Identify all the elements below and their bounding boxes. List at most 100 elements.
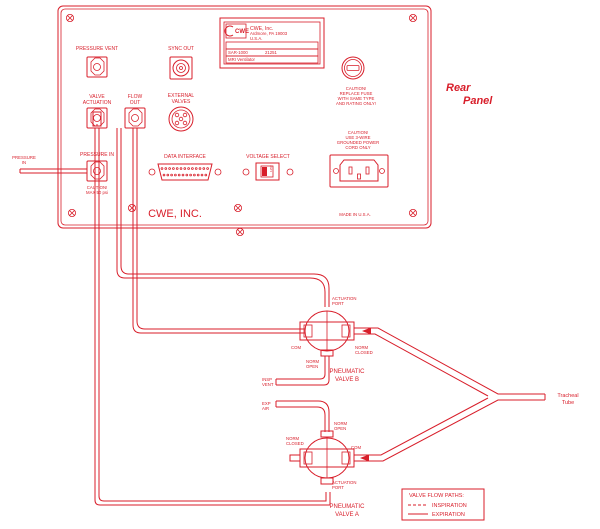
- power-caution-line-3: GROUNDED POWER: [337, 140, 380, 145]
- valve-a-com: COM: [351, 445, 361, 450]
- power-caution-line-4: CORD ONLY: [345, 145, 370, 150]
- fuse-caution-line-4: AND RATING ONLY!: [336, 101, 376, 106]
- inspiration-tube: [354, 327, 545, 397]
- data-interface-pin: [164, 167, 168, 170]
- flow-out-label-1: FLOW: [128, 94, 143, 100]
- insp-vent-tube: [275, 356, 330, 386]
- flow-out-label-2: OUT: [130, 100, 141, 106]
- data-interface-pin: [179, 167, 183, 170]
- pneumatic-valve-b: [299, 310, 355, 357]
- exp-air-label-2: AIR: [262, 406, 269, 411]
- label-plate: CWE CWE, Inc. Ardmore, PA 19003 U.S.A. S…: [219, 17, 325, 69]
- label-plate-country: U.S.A.: [250, 36, 262, 41]
- valve-actuation-tube: [92, 111, 331, 506]
- valve-a-norm-closed-2: CLOSED: [286, 441, 304, 446]
- valve-b-actuation-port-1: ACTUATION: [332, 296, 357, 301]
- flow-out-fitting: [124, 107, 146, 129]
- voltage-select-label: VOLTAGE SELECT: [246, 154, 290, 160]
- valve-b-actuation-port-2: PORT: [332, 301, 344, 306]
- expiration-tube: [354, 397, 545, 462]
- power-caution-line-1: CAUTION!: [348, 130, 369, 135]
- external-valves-connector: [168, 106, 194, 132]
- data-interface-connector: [148, 163, 222, 181]
- flow-out-tube: [132, 128, 305, 334]
- panel-screw-bottom-right: [408, 208, 417, 217]
- legend-title: VALVE FLOW PATHS:: [409, 493, 464, 499]
- exp-air-label-1: EXP: [262, 401, 271, 406]
- valve-a-name-2: VALVE A: [335, 512, 359, 518]
- valve-b-norm-open-2: OPEN: [306, 364, 318, 369]
- data-interface-pin: [162, 173, 166, 177]
- pneumatic-valve-a: [289, 430, 355, 485]
- data-interface-pin: [206, 167, 209, 170]
- label-plate-product: MRI Ventilator: [228, 57, 256, 62]
- data-interface-pin: [174, 173, 177, 177]
- data-interface-pin: [185, 173, 189, 177]
- pressure-vent-fitting: [86, 56, 108, 78]
- data-interface-pin: [175, 167, 179, 170]
- external-pressure-in-label-2: IN: [22, 160, 26, 165]
- data-interface-pin: [183, 167, 187, 170]
- cwe-logo: [224, 23, 247, 39]
- valve-b-name-2: VALVE B: [335, 377, 359, 383]
- pressure-in-caution-1: CAUTION!: [87, 185, 108, 190]
- rear-panel: CWE CWE, Inc. Ardmore, PA 19003 U.S.A. S…: [57, 5, 432, 229]
- data-interface-pin: [204, 173, 208, 177]
- valve-b-norm-closed-2: CLOSED: [355, 350, 373, 355]
- valve-b-name-1: PNEUMATIC: [330, 369, 366, 375]
- data-interface-pin: [187, 167, 190, 170]
- label-plate-logo-text: CWE: [235, 29, 249, 35]
- data-interface-pin: [194, 167, 198, 170]
- data-interface-pin: [198, 167, 202, 170]
- data-interface-pin: [191, 167, 194, 170]
- valve-a-actuation-port-2: PORT: [332, 485, 344, 490]
- data-interface-pin: [181, 173, 185, 177]
- data-interface-pin: [196, 173, 200, 177]
- tracheal-tube-label-2: Tube: [562, 400, 574, 406]
- rear-panel-title-1: Rear: [446, 82, 471, 94]
- panel-screw-inner-left: [127, 203, 136, 212]
- manufacturer-name: CWE, INC.: [148, 208, 202, 220]
- panel-inner-outline: [60, 8, 429, 226]
- data-interface-pin: [202, 167, 206, 170]
- insp-vent-label-1: INSP: [262, 377, 272, 382]
- actuation-branch-tube: [116, 128, 330, 307]
- valve-actuation-label-2: ACTUATION: [83, 100, 112, 106]
- pressure-in-supply-tube: [19, 168, 87, 174]
- valve-b-norm-closed-1: NORM: [355, 345, 369, 350]
- panel-screw-inner-right: [233, 203, 242, 212]
- rear-panel-title-2: Panel: [463, 95, 493, 107]
- data-interface-pin: [166, 173, 170, 177]
- label-plate-model: SAR-1000: [228, 50, 248, 55]
- insp-vent-label-2: VENT: [262, 382, 274, 387]
- power-caution-line-2: USE 3-WIRE: [345, 135, 370, 140]
- fuse-holder: [341, 56, 365, 80]
- valve-a-norm-closed-1: NORM: [286, 436, 300, 441]
- label-plate-company: CWE, Inc.: [250, 26, 273, 32]
- pressure-in-label: PRESSURE IN: [80, 152, 114, 158]
- external-valves-label-1: EXTERNAL: [168, 93, 195, 99]
- flow-path-legend: VALVE FLOW PATHS: INSPIRATION EXPIRATION: [401, 488, 485, 521]
- sync-out-bnc-connector: [169, 56, 193, 80]
- panel-screw-top-left: [66, 13, 75, 22]
- voltage-select-switch: 115V: [242, 162, 294, 181]
- data-interface-pin: [170, 173, 173, 177]
- fuse-caution-line-1: CAUTION!: [346, 86, 367, 91]
- label-plate-serial: 21251: [265, 50, 278, 55]
- valve-a-actuation-port-1: ACTUATION: [332, 480, 357, 485]
- valve-actuation-label-1: VALVE: [89, 94, 105, 100]
- data-interface-pin: [200, 173, 204, 177]
- made-in-usa: MADE IN U.S.A.: [339, 212, 371, 217]
- data-interface-pin: [189, 173, 192, 177]
- data-interface-pin: [168, 167, 171, 170]
- valve-b-norm-open-1: NORM: [306, 359, 320, 364]
- tracheal-tube-label-1: Tracheal: [557, 393, 578, 399]
- legend-expiration-label: EXPIRATION: [432, 512, 465, 518]
- external-valves-label-2: VALVES: [172, 99, 191, 105]
- pressure-in-fitting: [86, 160, 108, 182]
- panel-screw-bottom-left: [68, 208, 77, 217]
- label-plate-city: Ardmore, PA 19003: [250, 31, 288, 36]
- data-interface-pin: [193, 173, 196, 177]
- legend-inspiration-label: INSPIRATION: [432, 503, 467, 509]
